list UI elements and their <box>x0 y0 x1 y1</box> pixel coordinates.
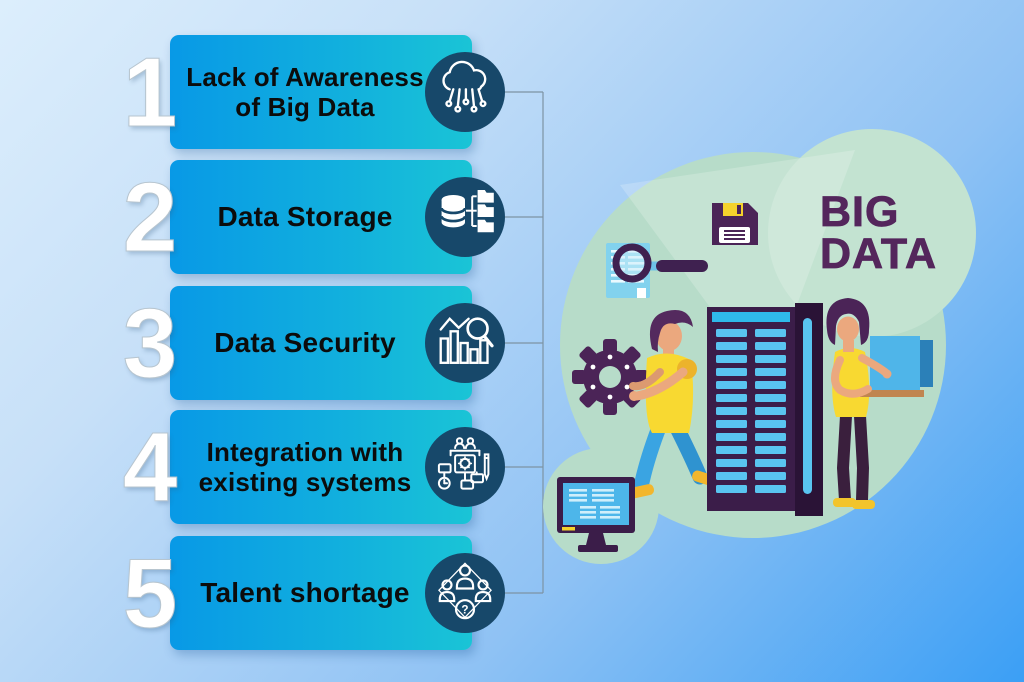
item-label: Integration with existing systems <box>186 410 424 524</box>
woman-figure <box>826 298 933 509</box>
list-item: 1 Lack of Awareness of Big Data <box>0 35 560 149</box>
question-mark-glyph: ? <box>461 604 468 617</box>
team-question-icon: ? <box>425 553 505 633</box>
cloud-network-icon <box>425 52 505 132</box>
big-data-line1: BIG <box>820 188 899 236</box>
item-label: Data Security <box>186 286 424 400</box>
item-label-line: Data Security <box>214 326 396 358</box>
list-item: 3 Data Security <box>0 286 560 400</box>
man-figure <box>627 310 719 499</box>
blue-box <box>870 336 920 390</box>
item-number: 2 <box>122 162 178 272</box>
search-document-icon <box>606 243 708 298</box>
item-label-line: Lack of Awareness <box>186 61 424 92</box>
item-number: 5 <box>122 538 178 648</box>
item-bar: Data Security <box>170 286 505 400</box>
item-bar: Talent shortage ? <box>170 536 505 650</box>
item-label: Talent shortage <box>186 536 424 650</box>
item-number: 3 <box>122 288 178 398</box>
item-bar: Lack of Awareness of Big Data <box>170 35 505 149</box>
floppy-disk-icon <box>712 203 758 245</box>
item-label-line: Talent shortage <box>200 576 410 608</box>
illustration-monitor-circle <box>543 448 659 564</box>
list-item: 4 Integration with existing systems <box>0 410 560 524</box>
illustration-top-circle <box>768 129 976 337</box>
item-number: 4 <box>122 412 178 522</box>
item-bar: Data Storage <box>170 160 505 274</box>
workflow-icon <box>425 427 505 507</box>
item-number: 1 <box>122 37 178 147</box>
gear-icon <box>572 339 648 415</box>
database-folders-icon <box>425 177 505 257</box>
server-rack <box>707 303 823 516</box>
list-item: 2 Data Storage <box>0 160 560 274</box>
light-beam <box>620 150 855 310</box>
list-item: 5 Talent shortage <box>0 536 560 650</box>
chart-magnifier-icon <box>425 303 505 383</box>
big-data-line2: DATA <box>820 230 937 278</box>
big-data-title: BIG DATA <box>820 188 937 279</box>
item-label: Data Storage <box>186 160 424 274</box>
item-label-line: Integration with <box>206 436 404 467</box>
item-bar: Integration with existing systems <box>170 410 505 524</box>
item-label: Lack of Awareness of Big Data <box>186 35 424 149</box>
item-label-line: existing systems <box>198 467 412 497</box>
item-label-line: Data Storage <box>217 200 393 232</box>
illustration-main-circle <box>560 152 946 538</box>
monitor-icon <box>557 477 635 552</box>
item-label-line: of Big Data <box>235 92 375 122</box>
